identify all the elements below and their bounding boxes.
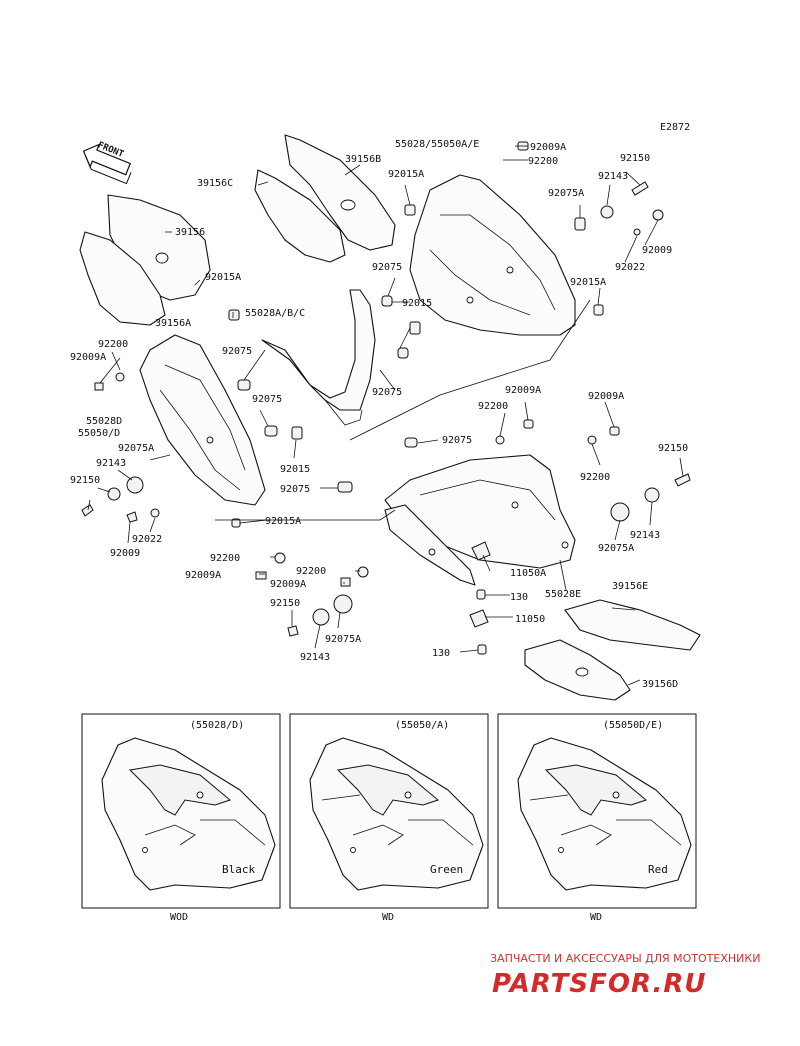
label-55050D: 55050/D <box>78 428 120 439</box>
label-92015A-c: 92015A <box>265 516 301 527</box>
label-55028-55050AE: 55028/55050A/E <box>395 139 479 150</box>
label-55028E: 55028E <box>545 589 581 600</box>
watermark-brand: PARTSFOR.RU <box>492 969 706 999</box>
label-92009A-top: 92009A <box>530 142 566 153</box>
label-92150-tr: 92150 <box>620 153 650 164</box>
label-92200-top: 92200 <box>528 156 558 167</box>
label-55028ABC: 55028A/B/C <box>245 308 305 319</box>
label-92009-tr: 92009 <box>642 245 672 256</box>
left-side-cowling <box>139 334 266 506</box>
variant-market-2: WD <box>382 912 394 923</box>
label-92022-tr: 92022 <box>615 262 645 273</box>
label-55028D: 55028D <box>86 416 122 427</box>
label-92075-c: 92075 <box>372 387 402 398</box>
variant-box-2: (55050/A) Green WD <box>289 713 489 923</box>
label-92200-r: 92200 <box>580 472 610 483</box>
label-92075A-b: 92075A <box>325 634 361 645</box>
inner-panel-39156A <box>79 231 166 326</box>
label-92075A-r: 92075A <box>598 543 634 554</box>
label-92009A-l: 92009A <box>70 352 106 363</box>
label-92075A-l: 92075A <box>118 443 154 454</box>
label-92075-d: 92075 <box>252 394 282 405</box>
label-39156B: 39156B <box>345 154 381 165</box>
label-92009A-b2: 92009A <box>270 579 306 590</box>
variant-market-1: WOD <box>170 912 188 923</box>
callout-labels: 55028/55050A/E 92009A 92200 92015A 39156… <box>70 139 688 690</box>
label-39156D: 39156D <box>642 679 678 690</box>
watermark: ЗАПЧАСТИ И АКСЕССУАРЫ ДЛЯ МОТОТЕХНИКИ PA… <box>490 952 760 999</box>
label-92200-b2: 92200 <box>296 566 326 577</box>
variant-box-3: (55050D/E) Red WD <box>497 713 697 923</box>
inner-panel-39156B <box>284 134 396 251</box>
label-92009A-b1: 92009A <box>185 570 221 581</box>
watermark-tagline: ЗАПЧАСТИ И АКСЕССУАРЫ ДЛЯ МОТОТЕХНИКИ <box>490 952 760 965</box>
variant-box-1: (55028/D) Black WOD <box>81 713 281 923</box>
label-92022-l: 92022 <box>132 534 162 545</box>
label-92200-m: 92200 <box>478 401 508 412</box>
inner-panel-39156C <box>254 169 346 263</box>
hardware-set <box>81 141 691 655</box>
label-92150-b: 92150 <box>270 598 300 609</box>
label-92015-b: 92015 <box>280 464 310 475</box>
variant-code-3: (55050D/E) <box>603 720 663 731</box>
leader-lines <box>87 145 684 686</box>
label-92015A-r: 92015A <box>570 277 606 288</box>
label-39156: 39156 <box>175 227 205 238</box>
label-92009-l: 92009 <box>110 548 140 559</box>
variant-color-3: Red <box>648 863 668 876</box>
label-39156E: 39156E <box>612 581 648 592</box>
label-39156A: 39156A <box>155 318 191 329</box>
variant-market-3: WD <box>590 912 602 923</box>
label-11050: 11050 <box>515 614 545 625</box>
label-92200-b1: 92200 <box>210 553 240 564</box>
label-130-b: 130 <box>432 648 450 659</box>
label-92009A-m: 92009A <box>505 385 541 396</box>
right-upper-cowling <box>409 174 576 336</box>
upper-front-cowl <box>261 289 376 426</box>
label-92009A-r: 92009A <box>588 391 624 402</box>
variant-color-2: Green <box>430 863 463 876</box>
label-92143-b: 92143 <box>300 652 330 663</box>
label-11050A: 11050A <box>510 568 546 579</box>
label-92075-a: 92075 <box>372 262 402 273</box>
label-92143-l: 92143 <box>96 458 126 469</box>
label-92075-f: 92075 <box>442 435 472 446</box>
label-92075-e: 92075 <box>280 484 310 495</box>
lower-panel-39156E <box>564 599 701 651</box>
variant-color-1: Black <box>222 863 255 876</box>
label-130-a: 130 <box>510 592 528 603</box>
label-92150-r: 92150 <box>658 443 688 454</box>
label-92143-r: 92143 <box>630 530 660 541</box>
label-39156C: 39156C <box>197 178 233 189</box>
label-92075A-tr: 92075A <box>548 188 584 199</box>
diagram-code: E2872 <box>660 122 690 133</box>
lower-panel-39156D <box>524 639 631 701</box>
label-92150-l: 92150 <box>70 475 100 486</box>
center-bracket <box>384 504 476 586</box>
label-92075-b: 92075 <box>222 346 252 357</box>
variant-code-2: (55050/A) <box>395 720 449 731</box>
label-92143-tr: 92143 <box>598 171 628 182</box>
label-92015A-left: 92015A <box>205 272 241 283</box>
variant-code-1: (55028/D) <box>190 720 244 731</box>
front-arrow-icon <box>82 143 132 185</box>
label-92015-a: 92015 <box>402 298 432 309</box>
label-92015A-top: 92015A <box>388 169 424 180</box>
label-92200-l: 92200 <box>98 339 128 350</box>
